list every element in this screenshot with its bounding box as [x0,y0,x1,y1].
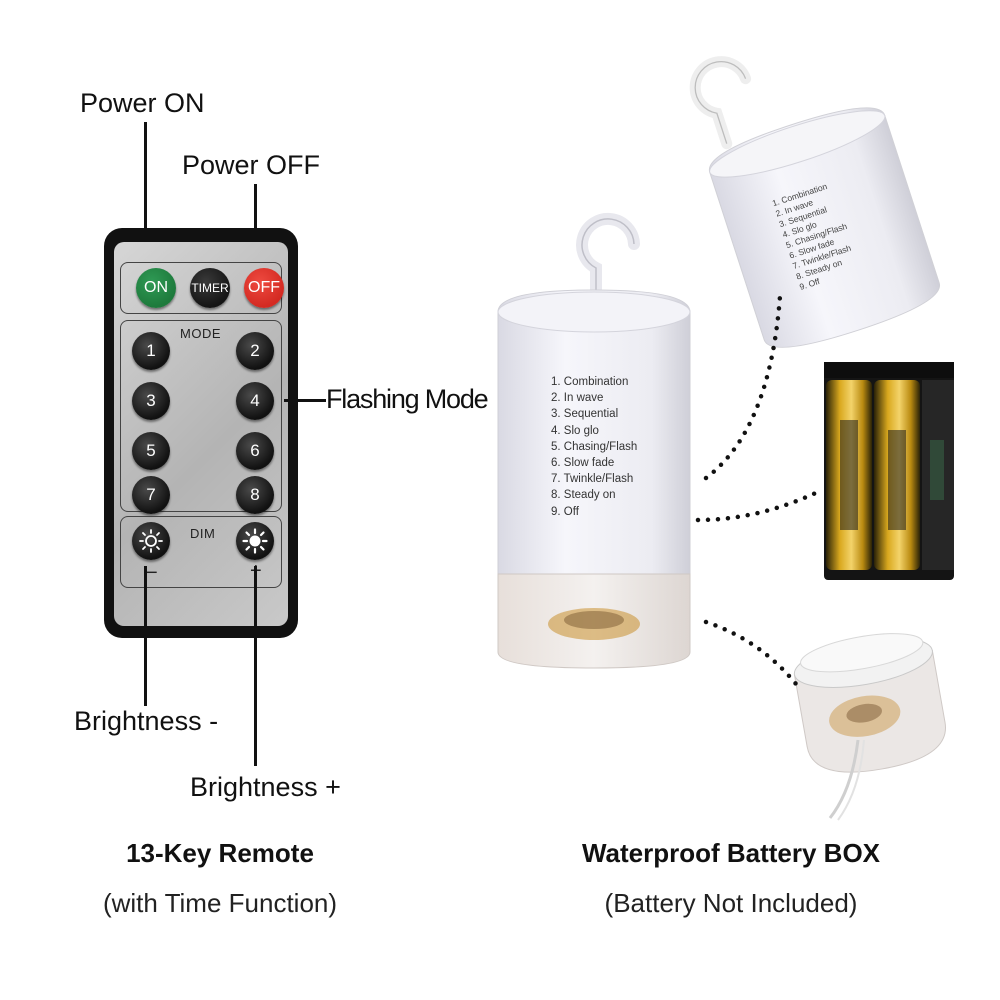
brightness-plus-leader [254,566,257,766]
main-hook-outline [581,218,635,300]
wire [828,739,860,819]
battery-caption-title: Waterproof Battery BOX [581,838,881,868]
main-hook [576,213,640,306]
mode-item: 6. Slow fade [551,457,615,470]
mode-1-button[interactable]: 1 [132,332,170,370]
mode-5-button[interactable]: 5 [132,432,170,470]
connector-to-cap [703,619,799,687]
power-off-callout: Power OFF [182,150,321,180]
off-button[interactable]: OFF [244,268,284,308]
battery-caption-subtitle: (Battery Not Included) [604,888,858,918]
remote-caption-subtitle: (with Time Function) [102,888,338,918]
mode-8-button[interactable]: 8 [236,476,274,514]
mode-item: 8. Steady on [551,489,616,502]
mode-item: 4. Slo glo [551,424,599,437]
remote-control: ON TIMER OFF MODE 1 2 3 4 5 6 7 8 DIM [104,228,298,638]
mode-item: 9. Off [551,505,579,518]
brightness-minus-callout: Brightness - [74,706,219,736]
sun-filled-icon [242,528,268,554]
mode-2-button[interactable]: 2 [236,332,274,370]
brightness-up-button[interactable] [236,522,274,560]
battery-holder [824,362,954,580]
clear-cap [793,633,946,773]
remote-caption-title: 13-Key Remote [126,838,314,868]
mode-label: MODE [180,326,221,341]
mode-item: 3. Sequential [551,408,619,421]
mode-4-button[interactable]: 4 [236,382,274,420]
on-button[interactable]: ON [136,268,176,308]
main-box-top [497,291,691,333]
brightness-down-button[interactable] [132,522,170,560]
mode-panel [120,320,282,512]
mode-3-button[interactable]: 3 [132,382,170,420]
remote-face: ON TIMER OFF MODE 1 2 3 4 5 6 7 8 DIM [114,242,288,626]
timer-button[interactable]: TIMER [190,268,230,308]
dim-panel [120,516,282,588]
sun-outline-icon [139,529,163,553]
connector-to-top-box [703,293,783,481]
power-on-leader [144,122,147,282]
flashing-mode-leader [284,399,326,402]
mode-7-button[interactable]: 7 [132,476,170,514]
mode-item: 5. Chasing/Flash [551,440,638,453]
mode-item: 2. In wave [551,392,604,405]
tilted-box: 1. Combination 2. In wave 3. Sequential … [689,56,941,348]
flashing-mode-callout: Flashing Mode [326,384,489,414]
connector-to-batteries [695,487,825,523]
dim-label: DIM [190,526,216,541]
battery-mode-list: 1. Combination 2. In wave 3. Sequential … [551,374,637,520]
minus-sign: − [146,562,159,584]
mode-item: 7. Twinkle/Flash [551,473,634,486]
brightness-plus-callout: Brightness + [190,772,341,802]
cap-circuit [564,611,624,629]
mode-item: 1. Combination [551,376,629,388]
power-on-callout: Power ON [80,88,205,118]
mode-6-button[interactable]: 6 [236,432,274,470]
brightness-minus-leader [144,566,147,706]
